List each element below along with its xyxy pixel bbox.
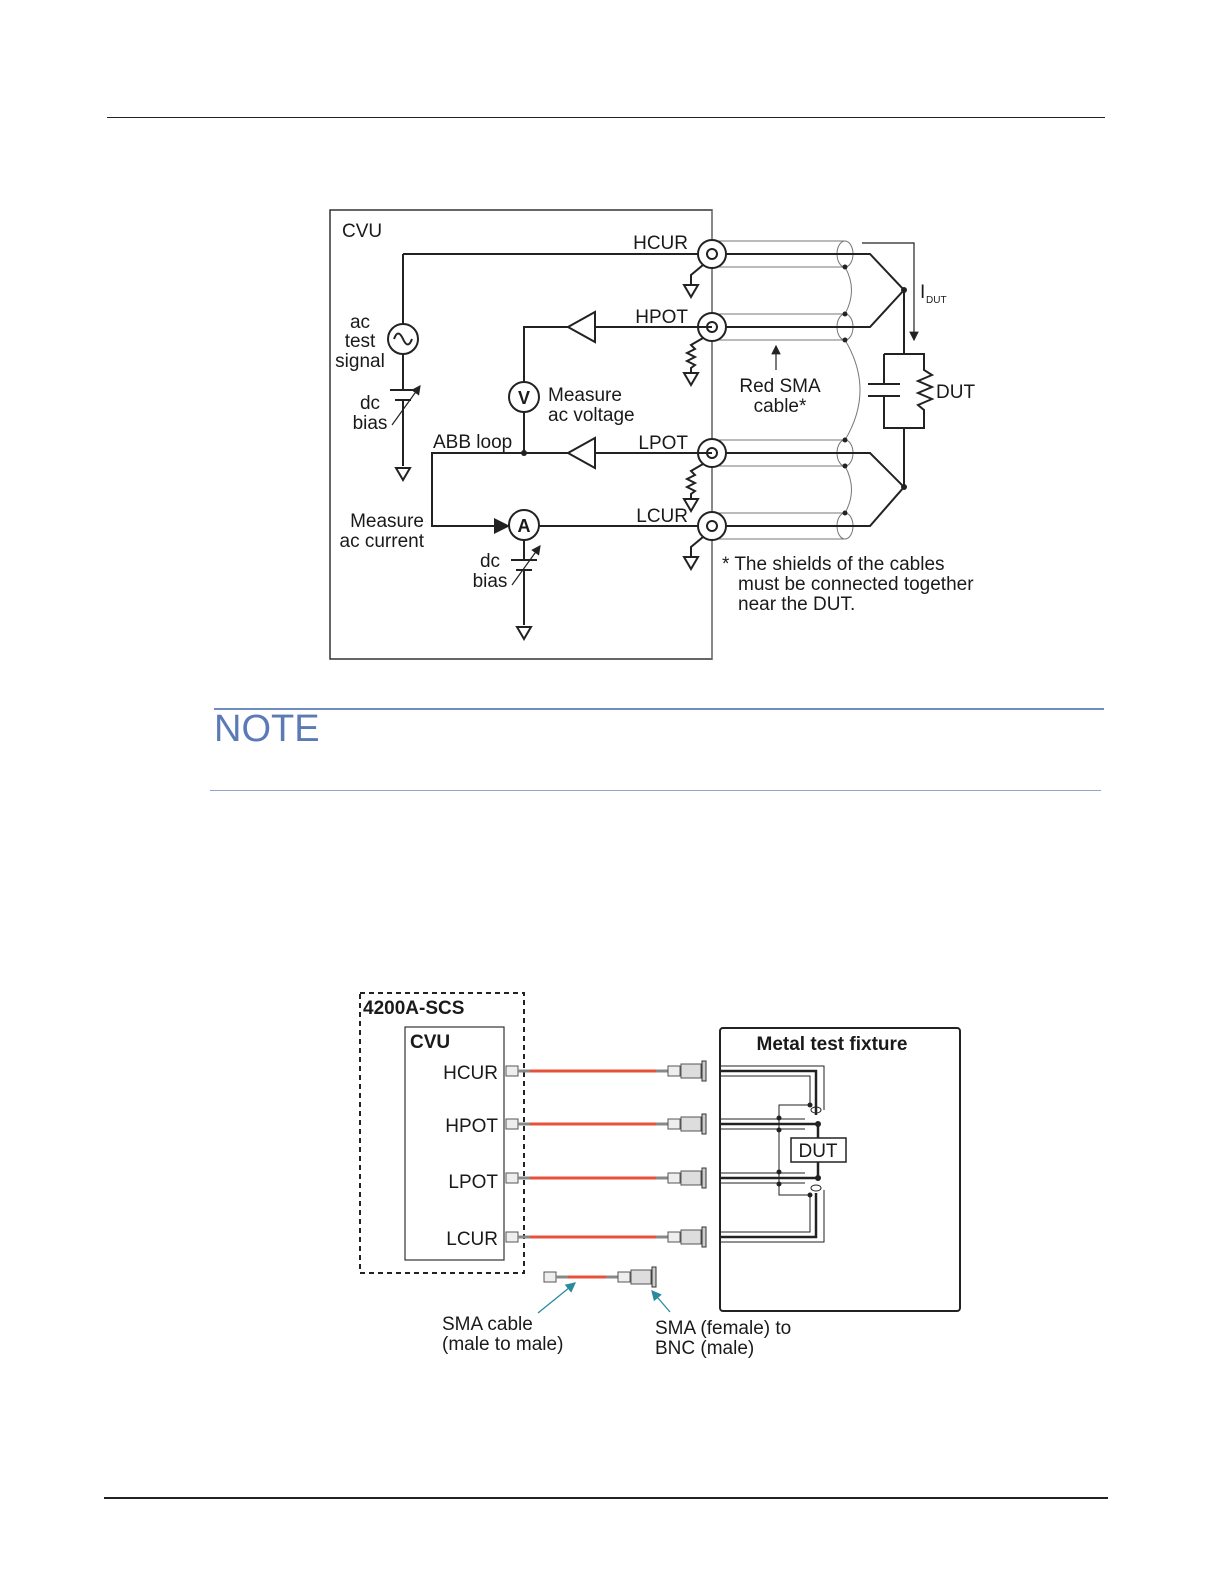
- hcur-bnc-flange: [701, 1060, 707, 1082]
- terminal-lpot: LPOT: [638, 433, 688, 454]
- sma-cable-sublabel: (male to male): [442, 1334, 563, 1355]
- abb-loop-label: ABB loop: [433, 432, 512, 453]
- note-bottom-rule: [210, 790, 1101, 791]
- note-heading: NOTE: [214, 708, 320, 750]
- hpot-bnc-adapter: [680, 1116, 702, 1132]
- lpot-bnc-flange: [701, 1167, 707, 1189]
- lcur-sma-nut: [667, 1231, 681, 1243]
- footnote-line-2: must be connected together: [738, 574, 974, 595]
- idut-subscript: DUT: [926, 295, 947, 306]
- sma-cable-label: SMA cable: [442, 1314, 533, 1335]
- terminal-hpot: HPOT: [635, 307, 688, 328]
- terminal-lcur: LCUR: [636, 506, 688, 527]
- spare-sma-nut: [617, 1271, 631, 1283]
- ground-icons: [682, 264, 704, 571]
- dut-label: DUT: [936, 382, 975, 403]
- test-label: test: [345, 331, 376, 352]
- terminal-hpot: HPOT: [445, 1116, 498, 1137]
- adapter-sublabel: BNC (male): [655, 1338, 754, 1359]
- red-sma-label: Red SMA: [739, 376, 821, 397]
- signal-label: signal: [335, 351, 385, 372]
- footnote-line-3: near the DUT.: [738, 594, 855, 615]
- idut-label: I: [920, 282, 925, 303]
- lcur-bnc-adapter: [680, 1229, 702, 1245]
- hpot-bnc-flange: [701, 1113, 707, 1135]
- fixture-box: [719, 1027, 961, 1312]
- ac-label: ac: [350, 312, 370, 333]
- terminal-hcur: HCUR: [443, 1063, 498, 1084]
- lpot-sma-nut: [667, 1172, 681, 1184]
- dut-label: DUT: [798, 1141, 837, 1162]
- svg-text:V: V: [518, 388, 530, 408]
- svg-text:A: A: [518, 516, 531, 536]
- ammeter-icon: A: [508, 509, 540, 541]
- cables: [403, 210, 907, 659]
- hcur-sma-nut: [667, 1065, 681, 1077]
- terminal-lpot: LPOT: [448, 1172, 498, 1193]
- footnote-line-1: * The shields of the cables: [722, 554, 945, 575]
- dut-icon: [868, 353, 935, 429]
- ac-voltage-label: ac voltage: [548, 405, 635, 426]
- bias-label-bottom: bias: [473, 571, 508, 592]
- terminal-hcur: HCUR: [633, 233, 688, 254]
- sma-cables: [505, 1060, 707, 1288]
- footer-rule: [104, 1497, 1108, 1499]
- spare-bnc-adapter: [630, 1269, 652, 1285]
- cvu-label: CVU: [342, 221, 382, 242]
- ac-current-label: ac current: [340, 531, 425, 552]
- system-label: 4200A-SCS: [363, 998, 464, 1019]
- hpot-sma-nut: [667, 1118, 681, 1130]
- lpot-bnc-adapter: [680, 1170, 702, 1186]
- adapter-arrow: [651, 1290, 671, 1313]
- spare-bnc-flange: [651, 1266, 657, 1288]
- sma-cable-arrow: [537, 1282, 577, 1314]
- cvu-label: CVU: [410, 1032, 450, 1053]
- connection-diagram: 4200A-SCS CVU HCUR HPOT LPOT LCUR Metal …: [359, 992, 961, 1359]
- amplifiers: [431, 310, 712, 534]
- measure-voltage-label: Measure: [548, 385, 622, 406]
- dc-bias-bottom-icon: [511, 540, 541, 641]
- bias-label-top: bias: [353, 413, 388, 434]
- cable-label: cable*: [754, 396, 807, 417]
- terminal-lcur: LCUR: [446, 1229, 498, 1250]
- lcur-sma-plug: [505, 1231, 519, 1243]
- header-rule: [107, 117, 1105, 118]
- note-top-rule: [214, 708, 1104, 710]
- hcur-sma-plug: [505, 1065, 519, 1077]
- fixture-label: Metal test fixture: [757, 1034, 908, 1055]
- lcur-bnc-flange: [701, 1226, 707, 1248]
- lpot-sma-plug: [505, 1172, 519, 1184]
- dc-label-bottom: dc: [480, 551, 500, 572]
- system-box: [359, 992, 525, 1274]
- cvu-box: [404, 1026, 505, 1261]
- dc-label-top: dc: [360, 393, 380, 414]
- hpot-sma-plug: [505, 1118, 519, 1130]
- measure-current-label: Measure: [350, 511, 424, 532]
- cvu-schematic: CVU HCUR HPOT LPOT LCUR ac test signal d…: [329, 209, 975, 660]
- dut-box: [790, 1137, 847, 1163]
- voltmeter-icon: V: [508, 381, 540, 413]
- adapter-label: SMA (female) to: [655, 1318, 791, 1339]
- hcur-bnc-adapter: [680, 1063, 702, 1079]
- ac-source-icon: [387, 254, 421, 482]
- spare-sma-plug: [543, 1271, 557, 1283]
